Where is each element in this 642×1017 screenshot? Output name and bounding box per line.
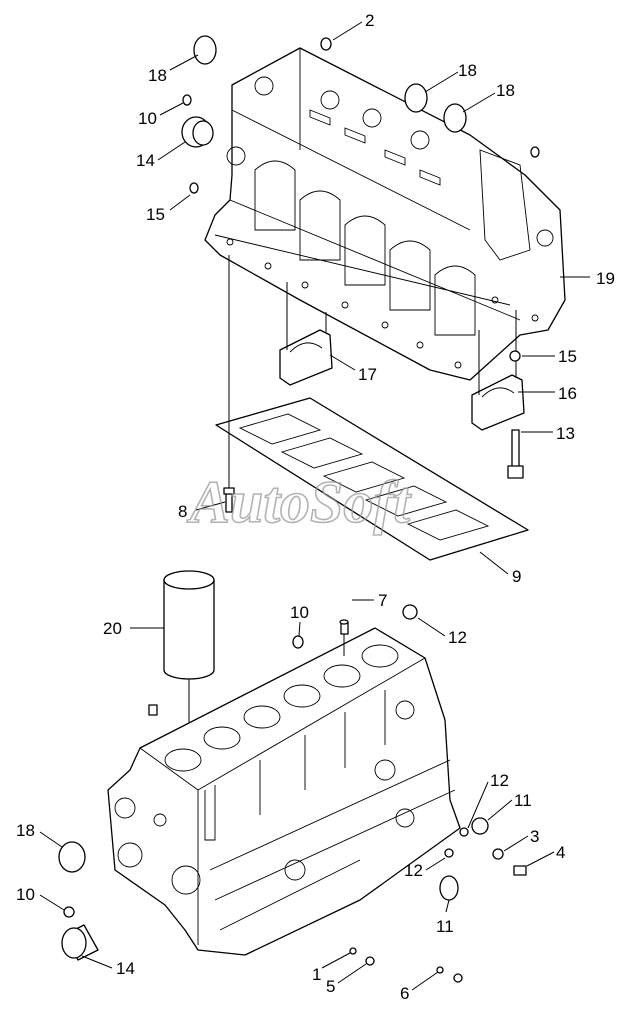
callout-17: 17 <box>358 365 377 384</box>
bolt-8 <box>223 255 235 513</box>
callout-10: 10 <box>290 603 309 622</box>
bearing-cap-16 <box>471 310 525 431</box>
callout-12: 12 <box>404 861 423 880</box>
callout-18: 18 <box>16 821 35 840</box>
callout-5: 5 <box>326 977 335 996</box>
callout-7: 7 <box>378 591 387 610</box>
callout-15: 15 <box>146 205 165 224</box>
callout-10: 10 <box>138 109 157 128</box>
callout-1: 1 <box>312 965 321 984</box>
callout-12: 12 <box>448 628 467 647</box>
callout-13: 13 <box>556 424 575 443</box>
callout-14: 14 <box>136 151 155 170</box>
callout-11: 11 <box>514 791 532 810</box>
callout-11: 11 <box>436 917 454 936</box>
callout-labels: 2 18 18 18 10 14 15 19 15 16 17 13 8 9 2… <box>16 11 615 1003</box>
plug-15b <box>509 350 521 362</box>
callout-18: 18 <box>148 66 167 85</box>
cylinder-block <box>107 627 461 956</box>
callout-19: 19 <box>596 269 615 288</box>
block-small-parts <box>58 604 527 983</box>
callout-18: 18 <box>458 61 477 80</box>
callout-16: 16 <box>558 384 577 403</box>
callout-15: 15 <box>558 347 577 366</box>
callout-4: 4 <box>556 843 565 862</box>
bolt-13 <box>507 429 524 479</box>
callout-12: 12 <box>490 771 509 790</box>
bedplate-frame <box>204 47 566 381</box>
callout-18: 18 <box>496 81 515 100</box>
watermark: AutoSoft <box>186 469 412 535</box>
callout-20: 20 <box>103 619 122 638</box>
callout-9: 9 <box>512 567 521 586</box>
callout-3: 3 <box>530 827 539 846</box>
leader-lines <box>39 21 590 991</box>
callout-8: 8 <box>178 502 187 521</box>
callout-2: 2 <box>365 11 374 30</box>
callout-14: 14 <box>116 959 135 978</box>
bearing-cap-17 <box>279 282 333 386</box>
gasket-9 <box>215 397 529 561</box>
frame-small-parts <box>181 35 540 194</box>
callout-10: 10 <box>16 885 35 904</box>
callout-6: 6 <box>400 984 409 1003</box>
